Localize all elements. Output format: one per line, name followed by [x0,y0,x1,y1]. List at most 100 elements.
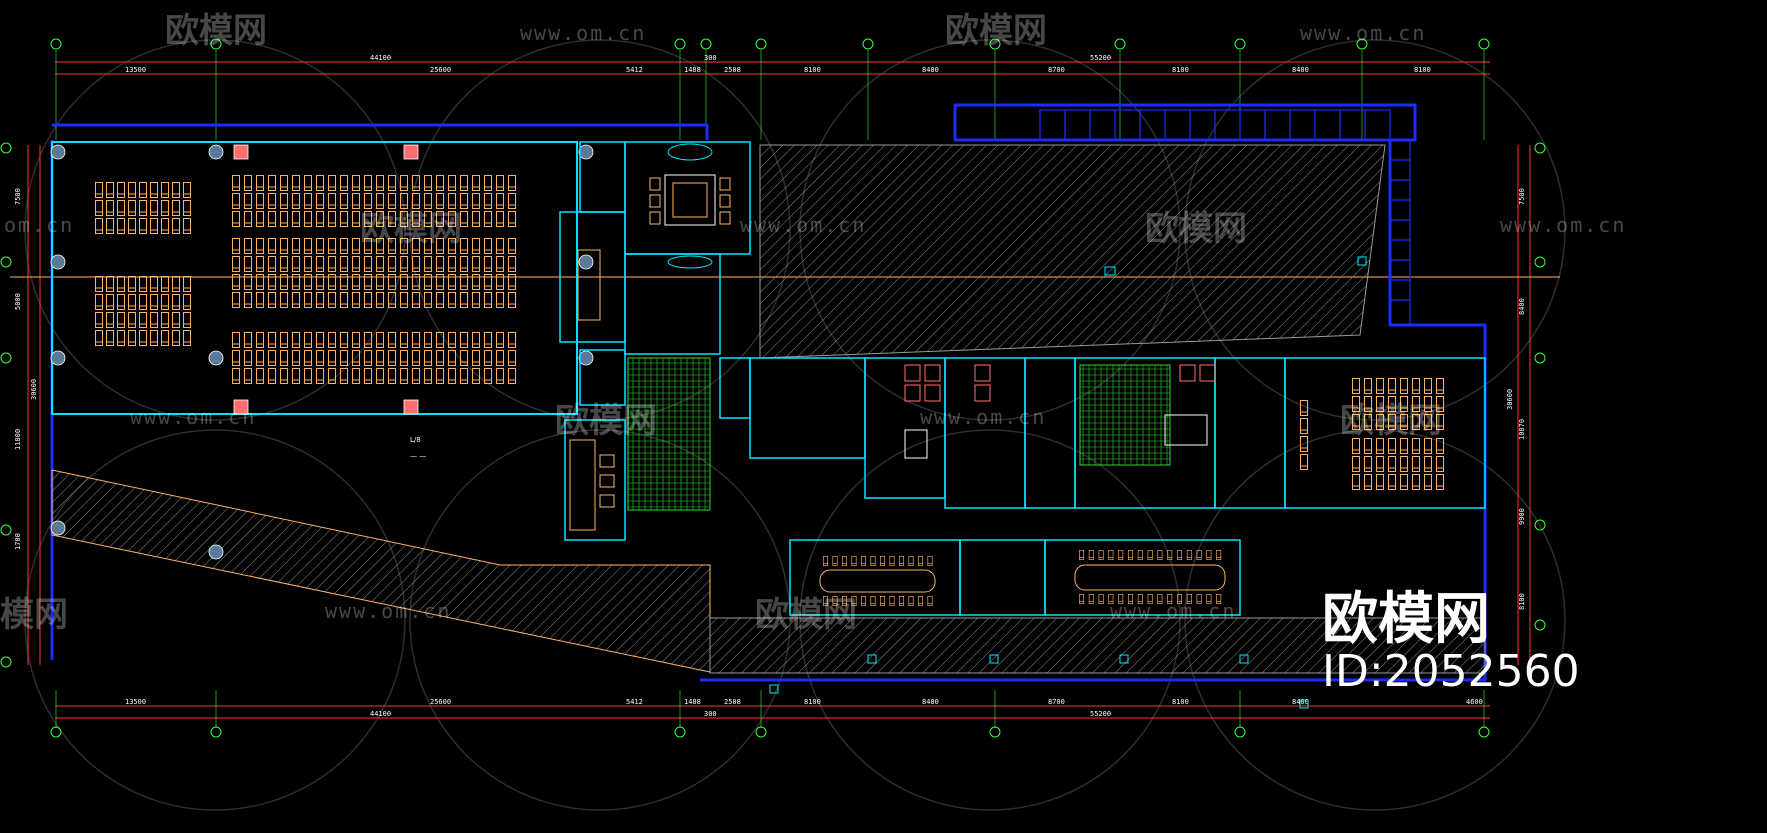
seat [316,238,324,254]
dim-right-seg: 8100 [1518,593,1526,610]
meeting-chair [1098,550,1104,560]
seat [292,238,300,254]
seat [484,238,492,254]
seat [161,294,169,310]
brand-name: 欧模网 [1322,587,1490,652]
seat [183,200,191,216]
seat [292,350,300,366]
meeting-chair [927,596,933,606]
auditorium-seating [95,175,516,384]
seat [316,332,324,348]
seat [388,332,396,348]
seat [106,294,114,310]
seat [172,276,180,292]
dim-bottom-seg: 8100 [1172,698,1189,706]
seat [1352,378,1360,394]
meeting-chair [1108,550,1114,560]
seat [1424,474,1432,490]
seat [1400,378,1408,394]
watermark-logo-fragment: 模网 [0,595,68,635]
dim-left-total: 30600 [30,379,38,400]
side-lounge-furniture [569,249,615,531]
seat [376,175,384,191]
meeting-chair [1098,594,1104,604]
seat [412,368,420,384]
seat [508,175,516,191]
dim-top-total-left: 44100 [370,54,391,62]
seat [128,200,136,216]
seat [256,238,264,254]
seat [508,211,516,227]
dim-top-seg: 8400 [1292,66,1309,74]
seat [1388,456,1396,472]
meeting-chair [1088,594,1094,604]
dim-top-seg: 8400 [922,66,939,74]
seat [316,350,324,366]
seat [268,350,276,366]
seat [424,332,432,348]
seat [95,294,103,310]
meeting-chair [1147,550,1153,560]
seat [412,332,420,348]
seat [472,211,480,227]
seat [128,182,136,198]
seat [244,350,252,366]
seat [352,175,360,191]
seat [183,276,191,292]
watermark-url: www.om.cn [920,405,1046,429]
dim-right-seg: 9900 [1518,508,1526,525]
seat [106,312,114,328]
seat [472,350,480,366]
seat [484,175,492,191]
seat [436,256,444,272]
middle-rooms [559,141,1486,616]
seat [128,294,136,310]
seat [232,193,240,209]
seat [1352,456,1360,472]
dim-bottom-seg: 2508 [724,698,741,706]
seat [400,350,408,366]
seat [280,175,288,191]
meeting-chair [879,556,886,566]
seat [117,330,125,346]
grid-axes-vertical [55,50,1485,728]
seat [388,175,396,191]
seat [95,312,103,328]
meeting-chair [908,556,914,566]
seat [161,218,169,234]
seat [316,175,324,191]
seat [388,256,396,272]
seat [106,182,114,198]
seat [244,175,252,191]
seat [304,332,312,348]
seat [1376,474,1384,490]
seat [106,200,114,216]
seat [328,332,336,348]
seat [280,292,288,308]
seat [1364,474,1372,490]
stair-green [627,357,711,511]
seat [400,292,408,308]
dim-top-seg: 8100 [1172,66,1189,74]
seat [436,332,444,348]
seat [1412,456,1420,472]
seat [424,256,432,272]
seat [364,193,372,209]
dim-right-seg: 8400 [1518,298,1526,315]
seat [448,292,456,308]
seat [161,276,169,292]
dim-bottom-total-left: 44100 [370,710,391,718]
seat [340,332,348,348]
seat [496,292,504,308]
seat [496,256,504,272]
seat [150,200,158,216]
meeting-chair [832,556,838,566]
seat [316,368,324,384]
seat [496,350,504,366]
seat [1352,474,1360,490]
seat [1412,378,1420,394]
seat [340,175,348,191]
seat [161,200,169,216]
seat [472,238,480,254]
seat [304,256,312,272]
